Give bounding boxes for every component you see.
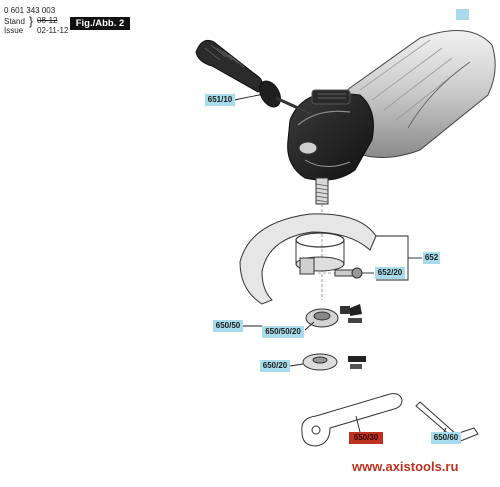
auxiliary-handle [195, 39, 313, 115]
clamping-nut [302, 353, 366, 371]
mounting-flange [305, 304, 362, 328]
part-number: 0 601 343 003 [4, 6, 56, 15]
label-652[interactable]: 652 [423, 252, 440, 264]
website-link[interactable]: www.axistools.ru [352, 459, 459, 474]
old-date: 08-12 [37, 16, 58, 25]
new-date: 02-11-12 [37, 26, 69, 35]
label-650-60[interactable]: 650/60 [431, 432, 461, 444]
grinder-gear-head [287, 89, 374, 181]
label-650-30[interactable]: 650/30 [349, 432, 383, 444]
header-bracket: } [29, 14, 34, 28]
corner-marker [456, 9, 469, 20]
label-650-20[interactable]: 650/20 [260, 360, 290, 372]
leader-lines [233, 93, 447, 433]
clamping-screw [318, 267, 363, 279]
issue-label: Issue [4, 26, 24, 35]
label-650-50-20[interactable]: 650/50/20 [262, 326, 304, 338]
label-650-50[interactable]: 650/50 [213, 320, 243, 332]
two-pin-spanner [301, 393, 403, 447]
spindle [315, 177, 329, 300]
label-652-20[interactable]: 652/20 [375, 267, 405, 279]
grinder-motor-housing [339, 29, 496, 158]
figure-label: Fig./Abb. 2 [70, 17, 130, 30]
label-651-10[interactable]: 651/10 [205, 94, 235, 106]
stand-label: Stand [4, 17, 25, 26]
protective-guard [239, 213, 377, 305]
